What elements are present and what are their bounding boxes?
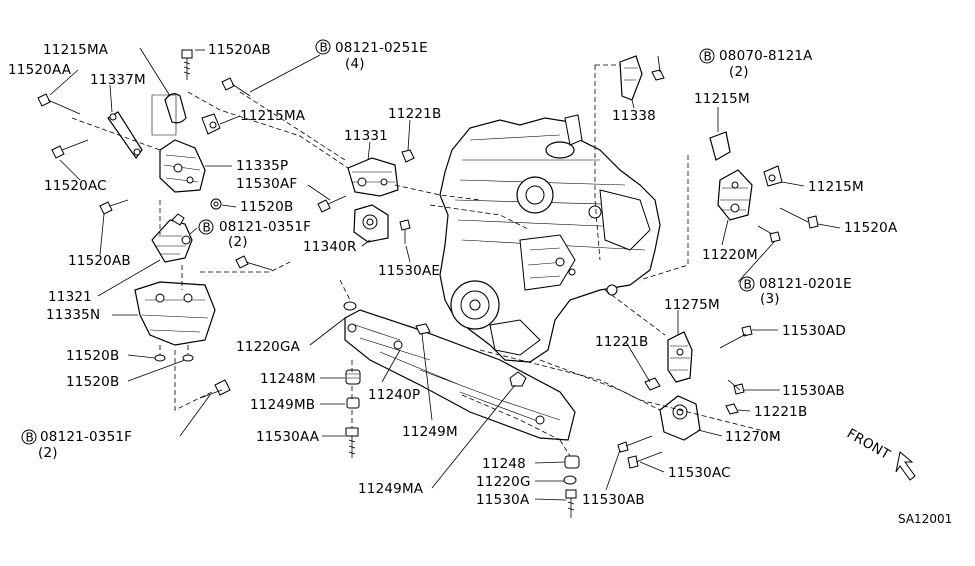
front-direction-indicator: FRONT	[844, 426, 916, 481]
bolt-marker-b-4: B	[704, 50, 712, 64]
label-11520B-a: 11520B	[66, 348, 119, 364]
label-11249MA: 11249MA	[358, 481, 424, 497]
label-11249M: 11249M	[402, 424, 458, 440]
label-11215MA-mid: 11215MA	[240, 108, 306, 124]
label-08121-0351F-top-qty: (2)	[228, 234, 248, 250]
label-08121-0351F-bot-qty: (2)	[38, 445, 58, 461]
label-11220M: 11220M	[702, 247, 758, 263]
label-11520A: 11520A	[844, 220, 898, 236]
label-11331: 11331	[344, 128, 388, 144]
label-08121-0201E-qty: (3)	[760, 291, 780, 307]
bolt-marker-b-5: B	[744, 278, 752, 292]
label-08121-0351F-bot: 08121-0351F	[40, 429, 132, 445]
crossmember-assembly	[343, 301, 580, 518]
label-11340R: 11340R	[303, 239, 357, 255]
label-11248: 11248	[482, 456, 526, 472]
label-11520AB-top: 11520AB	[208, 42, 271, 58]
center-mount-assembly	[317, 149, 415, 244]
label-11530AE: 11530AE	[378, 263, 440, 279]
label-11249MB: 11249MB	[250, 397, 315, 413]
part-labels: 11215MA 11520AB 08121-0251E (4) 11520AA …	[8, 40, 952, 526]
label-11530AF: 11530AF	[236, 176, 297, 192]
right-mount-assembly	[617, 55, 819, 469]
label-11221B-top: 11221B	[388, 106, 441, 122]
label-11520B-top: 11520B	[240, 199, 293, 215]
label-11335N: 11335N	[46, 307, 100, 323]
front-label: FRONT	[844, 426, 893, 464]
label-11270M: 11270M	[725, 429, 781, 445]
label-11530AA: 11530AA	[256, 429, 320, 445]
label-11215MA-top: 11215MA	[43, 42, 109, 58]
label-11220G: 11220G	[476, 474, 531, 490]
label-11530A: 11530A	[476, 492, 530, 508]
front-arrow-icon	[895, 451, 916, 481]
leader-lines	[49, 47, 841, 501]
label-11220GA: 11220GA	[236, 339, 301, 355]
label-11275M: 11275M	[664, 297, 720, 313]
label-11221B-low: 11221B	[754, 404, 807, 420]
label-08070-8121A: 08070-8121A	[719, 48, 813, 64]
label-08070-8121A-qty: (2)	[729, 64, 749, 80]
engine-block	[439, 114, 661, 363]
label-11530AB-bottom: 11530AB	[582, 492, 645, 508]
label-11215M-top: 11215M	[694, 91, 750, 107]
label-11520B-b: 11520B	[66, 374, 119, 390]
label-11221B-right: 11221B	[595, 334, 648, 350]
label-11530AD: 11530AD	[782, 323, 846, 339]
label-11520AA: 11520AA	[8, 62, 72, 78]
label-11530AB-right: 11530AB	[782, 383, 845, 399]
label-11240P: 11240P	[368, 387, 420, 403]
label-08121-0251E: 08121-0251E	[335, 40, 428, 56]
bolt-marker-circles: B B B B B	[21, 39, 755, 445]
label-08121-0201E: 08121-0201E	[759, 276, 852, 292]
label-08121-0351F-top: 08121-0351F	[219, 219, 311, 235]
label-11215M-right: 11215M	[808, 179, 864, 195]
assembly-dashed-lines	[71, 64, 781, 457]
label-11248M: 11248M	[260, 371, 316, 387]
bolt-marker-b-1: B	[320, 41, 328, 55]
label-11520AB-left: 11520AB	[68, 253, 131, 269]
diagram-code: SA12001	[898, 512, 952, 526]
label-11338: 11338	[612, 108, 656, 124]
label-11520AC: 11520AC	[44, 178, 107, 194]
left-mount-assembly	[37, 49, 273, 399]
bolt-marker-b-3: B	[26, 431, 34, 445]
label-11335P: 11335P	[236, 158, 288, 174]
label-11337M: 11337M	[90, 72, 146, 88]
label-11530AC: 11530AC	[668, 465, 731, 481]
label-08121-0251E-qty: (4)	[345, 56, 365, 72]
bolt-marker-b-2: B	[203, 221, 211, 235]
label-11321: 11321	[48, 289, 92, 305]
